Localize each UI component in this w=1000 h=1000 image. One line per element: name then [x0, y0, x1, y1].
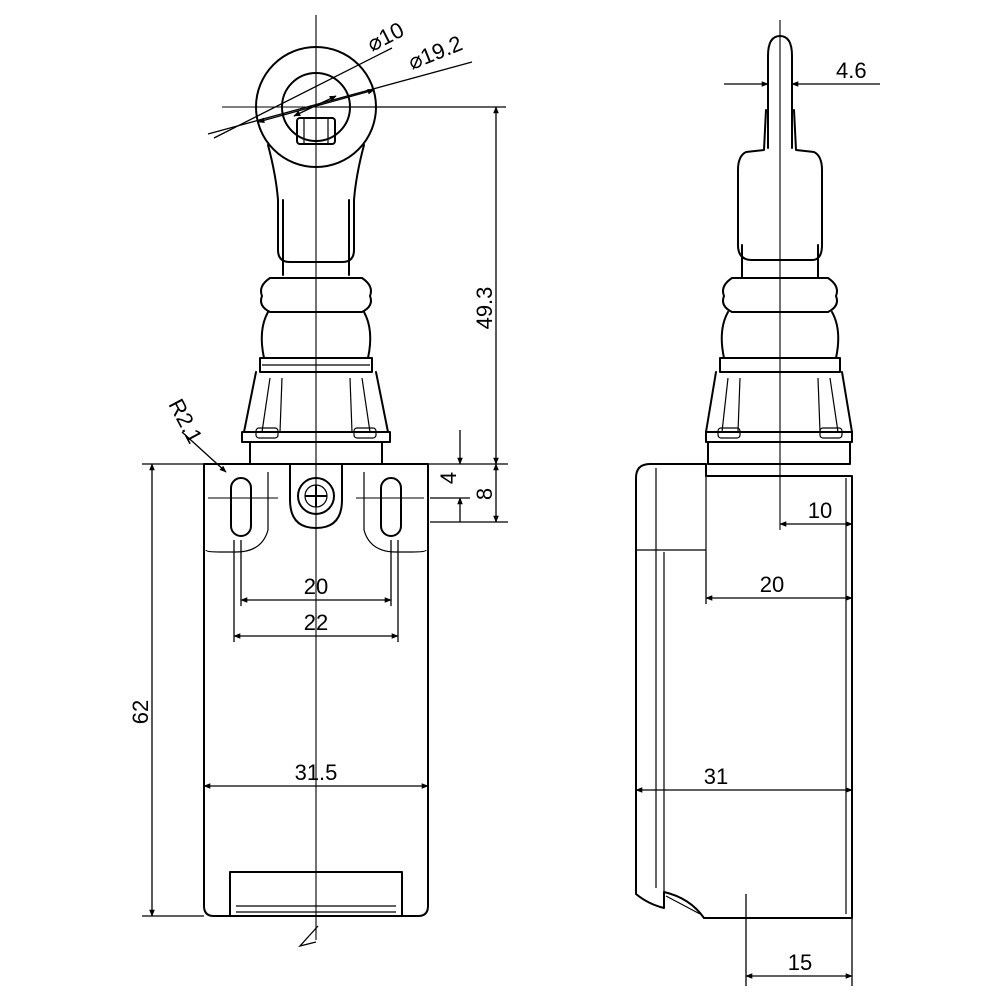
dim-mount-spacing-20: 20: [304, 574, 328, 599]
dim-side-20: 20: [760, 572, 784, 597]
dim-mount-spacing-22: 22: [304, 610, 328, 635]
dim-roller-bore: ⌀10: [363, 17, 408, 56]
side-body: [635, 463, 853, 919]
left-mount-slot: [230, 477, 252, 537]
dim-slot-length: 8: [472, 488, 497, 500]
dim-slot-offset: 4: [436, 472, 461, 484]
dimensions: ⌀10 ⌀19.2 49.3 R2.1 4 8 20 22 31.5: [128, 17, 880, 986]
dim-side-15: 15: [788, 950, 812, 975]
dim-roller-diameter: ⌀19.2: [405, 30, 466, 74]
right-mount-slot: [380, 477, 402, 537]
dim-actuator-height: 49.3: [472, 287, 497, 330]
front-view: [203, 15, 429, 940]
dim-front-width: 31.5: [295, 760, 338, 785]
dim-body-height: 62: [128, 700, 153, 724]
dim-roller-width: 4.6: [836, 58, 867, 83]
side-view: [635, 20, 853, 919]
dim-side-31: 31: [704, 764, 728, 789]
dim-side-10: 10: [808, 498, 832, 523]
dim-mount-radius: R2.1: [164, 395, 208, 448]
